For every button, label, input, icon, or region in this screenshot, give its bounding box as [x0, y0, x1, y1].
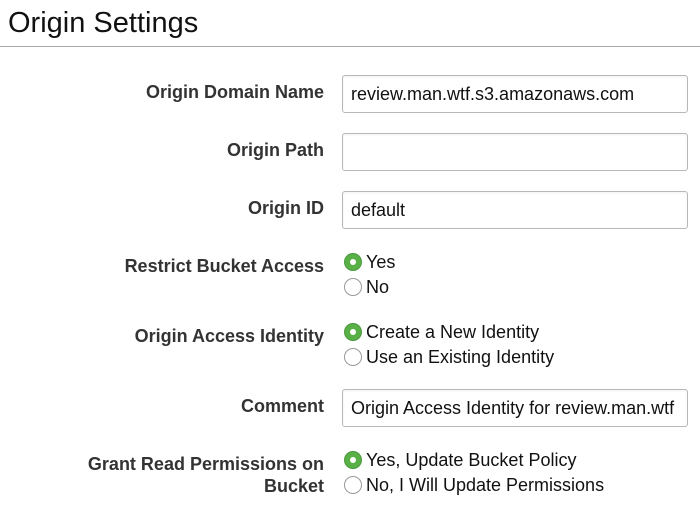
page-title: Origin Settings [8, 7, 199, 39]
origin-domain-name-label: Origin Domain Name [145, 82, 324, 102]
restrict-bucket-access-yes-text: Yes [366, 252, 396, 272]
grant-read-permissions-label-line2: Bucket [263, 476, 324, 496]
use-existing-identity-text: Use an Existing Identity [366, 347, 555, 367]
use-existing-identity-option[interactable]: Use an Existing Identity [344, 345, 554, 369]
grant-read-permissions-label-line1: Grant Read Permissions on [87, 454, 324, 474]
origin-domain-name-input[interactable] [342, 75, 688, 113]
radio-unselected-icon[interactable] [344, 348, 362, 366]
comment-label: Comment [240, 396, 324, 416]
restrict-bucket-access-label: Restrict Bucket Access [124, 256, 324, 276]
origin-access-identity-label: Origin Access Identity [134, 326, 324, 346]
will-update-permissions-option[interactable]: No, I Will Update Permissions [344, 473, 604, 497]
origin-id-input[interactable] [342, 191, 688, 229]
radio-selected-icon[interactable] [344, 253, 362, 271]
origin-id-label: Origin ID [248, 198, 324, 218]
origin-path-label: Origin Path [226, 140, 324, 160]
comment-input[interactable] [342, 389, 688, 427]
update-bucket-policy-text: Yes, Update Bucket Policy [366, 450, 577, 470]
radio-unselected-icon[interactable] [344, 476, 362, 494]
will-update-permissions-text: No, I Will Update Permissions [366, 475, 605, 495]
origin-path-input[interactable] [342, 133, 688, 171]
create-new-identity-option[interactable]: Create a New Identity [344, 320, 539, 344]
radio-unselected-icon[interactable] [344, 278, 362, 296]
create-new-identity-text: Create a New Identity [366, 322, 540, 342]
restrict-bucket-access-yes-option[interactable]: Yes [344, 250, 395, 274]
radio-selected-icon[interactable] [344, 323, 362, 341]
radio-selected-icon[interactable] [344, 451, 362, 469]
title-divider [0, 46, 700, 47]
restrict-bucket-access-no-option[interactable]: No [344, 275, 389, 299]
update-bucket-policy-option[interactable]: Yes, Update Bucket Policy [344, 448, 576, 472]
restrict-bucket-access-no-text: No [366, 277, 390, 297]
